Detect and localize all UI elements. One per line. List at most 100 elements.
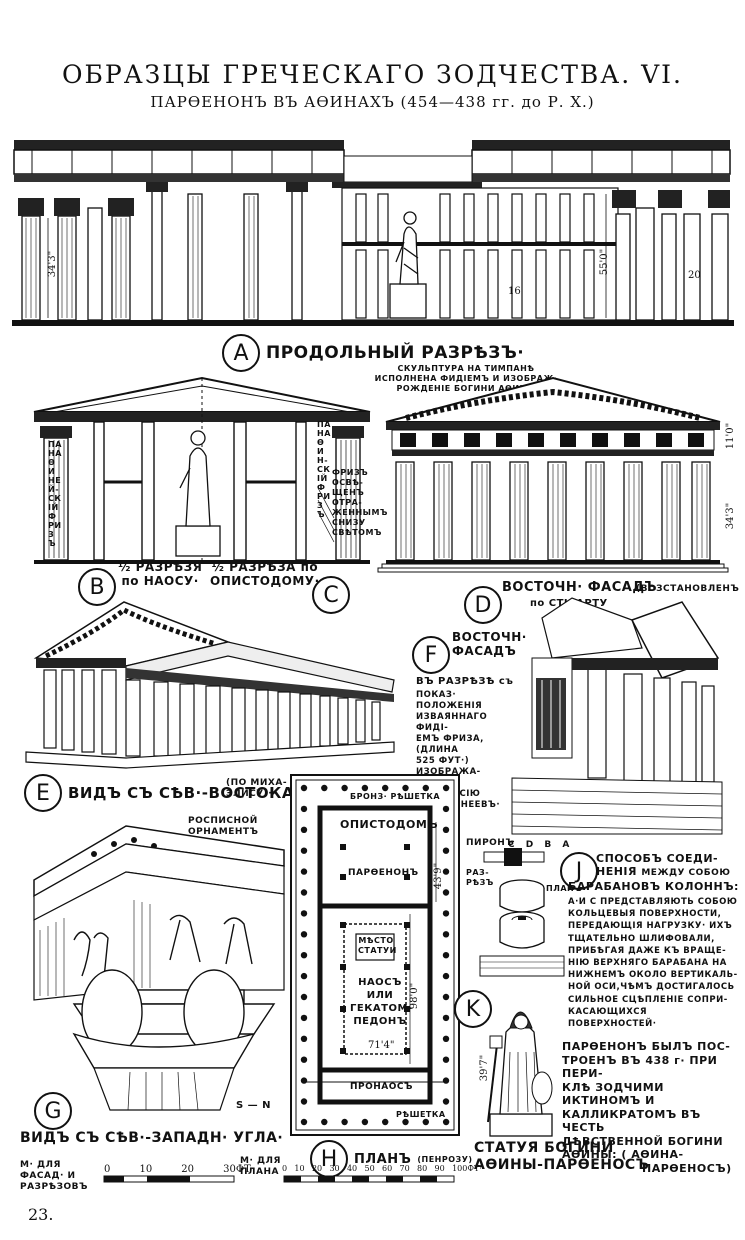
figure-b-letter: B	[78, 568, 116, 606]
figure-e-caption: E ВИДЪ СЪ СѢВ·-ВОСТОКА	[24, 774, 294, 812]
figure-j-title-line1: СПОСОБЪ СОЕДИ-	[596, 852, 719, 865]
figure-c-title: ½ РАЗРѢЗА по ОПИСТОДОМУ·	[210, 560, 320, 588]
figure-c-letter: C	[312, 576, 350, 614]
figure-d-east-facade	[377, 376, 729, 573]
plan-column-dot	[300, 1118, 308, 1126]
plan-naos: НАОСЪ ИЛИ ГЕКАТОМ-ПЕДОНЪ	[350, 977, 413, 1027]
figure-b-side-label: ПАНАѲИНЕЙ-СКІЙ ФРИЗЪ	[48, 440, 62, 548]
plan-column-dot	[442, 931, 450, 938]
figure-j-text-line: ТЩАТЕЛЬНО ШЛИФОВАЛИ,	[568, 933, 715, 944]
figure-j-text-line: СИЛЬНОЕ СЦѢПЛЕНІЕ СОПРИ-	[568, 994, 728, 1005]
plan-column-dot	[442, 784, 450, 792]
figure-h-after: (ПЕНРОЗУ)	[417, 1154, 473, 1164]
plan-column-dot	[321, 1118, 328, 1126]
plan-column-dot	[300, 868, 308, 875]
scale-tick: 0	[282, 1164, 288, 1173]
figure-e-letter: E	[24, 774, 62, 812]
figure-g-compass: S — N	[236, 1100, 272, 1111]
figure-j-title: СПОСОБЪ СОЕДИ- НЕНІЯ МЕЖДУ СОБОЮ	[596, 852, 730, 880]
figure-a-caption: A ПРОДОЛЬНЫЙ РАЗРѢЗЪ·	[222, 334, 524, 372]
figure-j-text-line: НОЙ ОСИ,ЧѢМЪ ДОСТИГАЛОСЬ	[568, 982, 735, 993]
plan-column-dot	[402, 1118, 409, 1126]
page-title: ОБРАЗЦЫ ГРЕЧЕСКАГО ЗОДЧЕСТВА. VI.	[62, 60, 683, 89]
figure-k-statue	[487, 1011, 553, 1137]
figure-e-after-line2: ЭЛИСУ)·	[226, 789, 273, 799]
dim-d-2: 34'3"	[725, 502, 737, 530]
figure-f-title-line1: ВОСТОЧН·	[452, 630, 527, 644]
scale-tick: 60	[382, 1164, 393, 1173]
figure-k-text-line: КАЛЛИКРАТОМЪ ВЪ ЧЕСТЬ	[562, 1107, 701, 1135]
plan-dim-1: 43'9"	[433, 862, 445, 890]
scale-tick: 10	[139, 1164, 153, 1175]
plan-column-dot	[442, 952, 450, 959]
scale-tick: 40	[346, 1164, 358, 1173]
scale-tick: 90	[434, 1164, 445, 1173]
plan-column-dot	[442, 889, 450, 896]
scale-tick: 30ФТ·	[223, 1164, 254, 1175]
figure-k-text-line: ТРОЕНЪ ВЪ 438 г· ПРИ ПЕРИ-	[562, 1053, 718, 1081]
plan-column-dot	[442, 1035, 450, 1042]
plan-opisthodomos: ОПИСТОДОМЪ	[340, 818, 439, 831]
plan-column-dot	[300, 1077, 308, 1084]
plan-column-dot	[442, 868, 450, 875]
plan-grille-top: БРОНЗ· РѢШЕТКА	[350, 792, 441, 801]
figure-j-letter: J	[560, 852, 598, 890]
figure-j-text-line: КОЛЬЦЕВЫЯ ПОВЕРХНОСТИ,	[568, 909, 722, 920]
plan-column-dot	[300, 1035, 308, 1042]
figure-j-piron: ПИРОНЪ	[466, 838, 515, 848]
athena-statue-small-icon	[175, 430, 221, 557]
page-subtitle: ПАРѲЕНОНЪ ВЪ АѲИНАХЪ (454—438 гг. до Р. …	[150, 93, 595, 111]
figure-f-subtitle: ВЪ РАЗРѢЗѢ съ	[416, 676, 514, 687]
figure-f-text-line: ИЗВАЯННАГО ФИДІ-	[416, 712, 488, 733]
figure-d-caption: D	[464, 586, 502, 624]
figure-h-plan	[290, 774, 460, 1136]
figure-j-plan: ПЛАНЪ	[546, 884, 583, 893]
plan-dim-3: 71'4"	[368, 1040, 395, 1051]
figure-k-letter-wrap: K	[454, 990, 492, 1028]
figure-b-title: ½ РАЗРѢЗЯ по НАОСУ·	[118, 560, 202, 588]
figure-f-text-line: 525 ФУТ·) ИЗОБРАЖА-	[416, 756, 481, 777]
figure-g-title: ВИДЪ СЪ СѢВ·-ЗАПАДН· УГЛА·	[20, 1130, 284, 1146]
plan-column-dot	[300, 1098, 308, 1105]
scale-tick: 50	[364, 1164, 375, 1173]
figure-d-title: ВОСТОЧН· ФАСАДЪ	[502, 580, 658, 595]
plan-column-dot	[442, 1056, 450, 1063]
figure-k-caption-line1: СТАТУЯ БОГИНИ	[474, 1140, 614, 1156]
figure-j-text-line: ПРИБѢГАЯ ДАЖЕ КЪ ВРАЩЕ-	[568, 945, 727, 956]
scale-facade-bar	[103, 1175, 235, 1183]
figure-g-letter: G	[34, 1092, 72, 1130]
figure-g-ornament-note: РОСПИСНОЙ ОРНАМЕНТЪ	[188, 816, 259, 837]
scale-tick: 70	[399, 1164, 410, 1173]
figure-k-caption: СТАТУЯ БОГИНИ АѲИНЫ-ПАРѲЕНОСЪ	[474, 1140, 649, 1174]
plan-column-dot	[382, 1118, 389, 1126]
figure-b-title-line2: по НАОСУ·	[121, 574, 199, 588]
plan-dim-2: 98'0"	[409, 982, 421, 1010]
scale-tick: 100ФТ·	[452, 1164, 482, 1173]
figure-c-side-label: ПАНАѲИН-СКІЙ ФРИЗЪ	[317, 420, 331, 519]
page-number: 23.	[28, 1205, 54, 1224]
scale-plan-bar	[283, 1175, 455, 1183]
plan-column-dot	[300, 910, 308, 917]
dim-a-far: 20	[688, 270, 701, 281]
figure-a-longitudinal-section	[12, 138, 734, 330]
figure-j-text-line: НИЖНЕМЪ ОКОЛО ВЕРТИКАЛЬ-	[568, 970, 738, 981]
figure-f-letter: F	[412, 636, 450, 674]
scale-facade-ticks: 0 10 20 30ФТ·	[104, 1164, 254, 1176]
plan-statue-place: МѢСТО СТАТУИ	[358, 936, 397, 955]
plan-column-dot	[300, 826, 308, 833]
figure-j-title-line4: БАРАБАНОВЪ КОЛОННЪ:	[568, 880, 739, 893]
scale-plan-label: М· ДЛЯ ПЛАНА	[240, 1156, 281, 1177]
plan-column-dot	[300, 1014, 308, 1022]
plan-column-dot	[442, 910, 450, 917]
figure-d-note: СКУЛЬПТУРА НА ТИМПАНѢ ИСПОЛНЕНА ФИДІЕМЪ …	[374, 364, 558, 393]
scale-plan-ticks: 0 10 20 30 40 50 60 70 80 90 100ФТ·	[282, 1164, 482, 1173]
figure-k-text: ПАРѲЕНОНЪ БЫЛЪ ПОС- ТРОЕНЪ ВЪ 438 г· ПРИ…	[562, 1040, 738, 1175]
figure-j-text-line: КАСАЮЩИХСЯ ПОВЕРХНОСТЕЙ·	[568, 1006, 657, 1030]
figure-e-view-ne	[25, 601, 395, 769]
figure-k-text-line: ПАРѲЕНОСЪ)	[642, 1161, 732, 1175]
scale-tick: 10	[294, 1164, 305, 1173]
figure-c-frieze-note: ФРИЗЪ ОСВѢ-ЩЕНЪ ОТРА-ЖЕННЫМЪ СНИЗУ СВѢТО…	[332, 468, 388, 537]
scale-tick: 20	[181, 1164, 195, 1175]
plan-column-dot	[321, 784, 328, 792]
figure-k-text-line: АѲИНЫ: ( АѲИНА-	[562, 1148, 684, 1161]
